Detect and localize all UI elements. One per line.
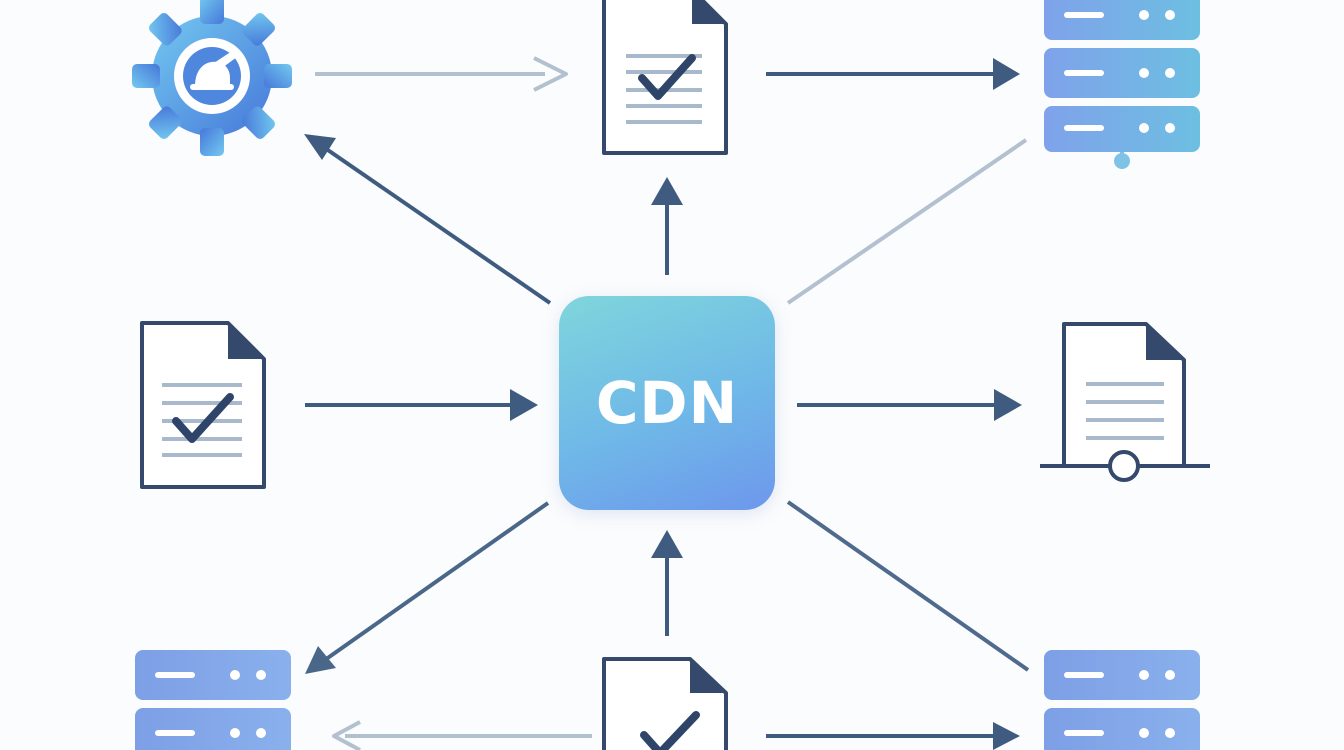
arrow-cdn-to-network-doc [797,389,1022,421]
arrow-doc-bottom-to-server-bottom-left [332,720,592,750]
cdn-label: CDN [595,369,739,437]
network-document-icon [1040,322,1210,482]
arrow-cdn-to-server-bottom-left [305,501,550,674]
document-check-icon [602,0,728,155]
server-icon [1044,650,1200,750]
server-icon [1044,0,1200,169]
arrow-doc-left-to-cdn [305,389,538,421]
line-cdn-to-server-bottom-right [786,500,1030,672]
arrow-cdn-to-gear [304,134,552,305]
server-icon [135,650,291,750]
arrow-cdn-to-doc-top [651,177,683,275]
gear-icon [132,0,292,156]
document-check-icon [140,321,266,489]
cdn-node: CDN [559,296,775,510]
document-check-icon [602,657,728,750]
line-cdn-to-server-top-right [786,138,1028,305]
arrow-doc-bottom-to-server-bottom-right [766,722,1020,750]
arrow-doc-top-to-server [766,58,1020,90]
connectors [304,56,1030,750]
arrow-doc-bottom-to-cdn [651,530,683,636]
arrow-gear-to-doc-top [315,56,568,92]
